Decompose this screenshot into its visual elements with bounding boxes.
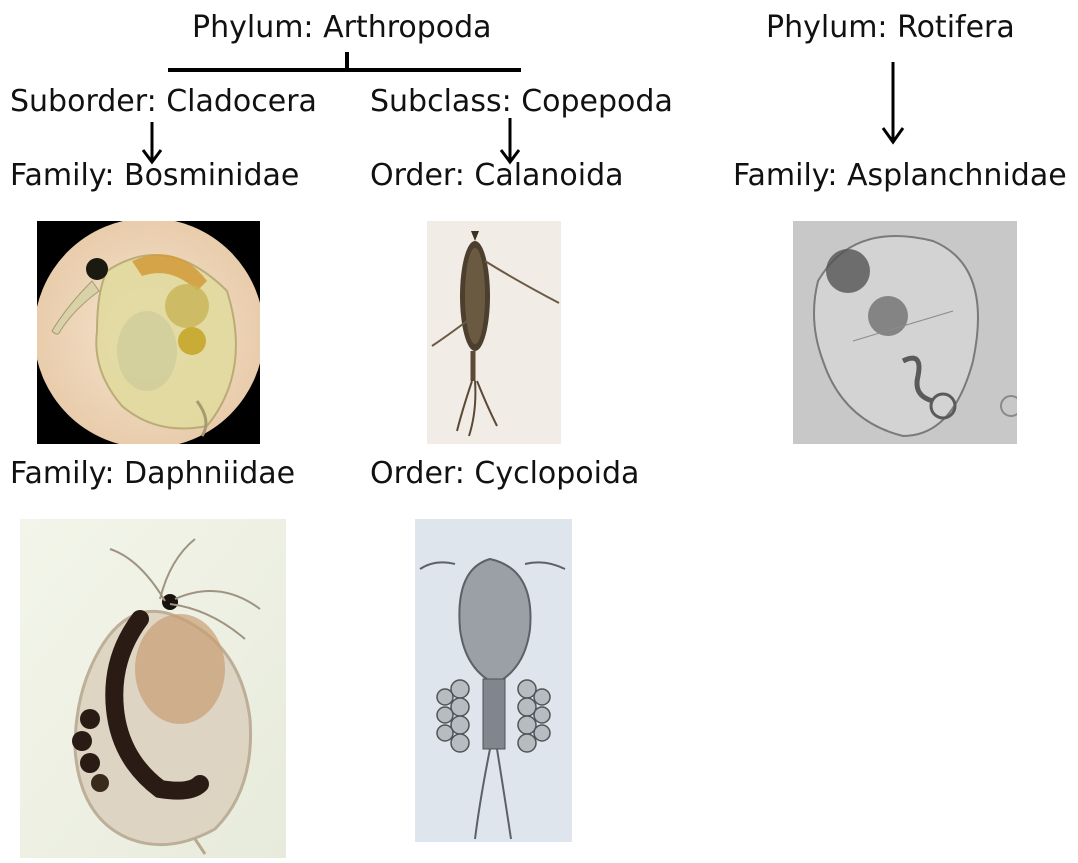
family-bosminidae-label: Family: Bosminidae	[10, 158, 299, 194]
bosminidae-photo	[37, 221, 260, 444]
arthropoda-bracket	[168, 52, 521, 70]
order-calanoida-label: Order: Calanoida	[370, 158, 624, 194]
asplanchnidae-photo	[793, 221, 1017, 444]
subclass-copepoda-label: Subclass: Copepoda	[370, 84, 673, 120]
calanoida-photo	[427, 221, 561, 444]
phylum-arthropoda-label: Phylum: Arthropoda	[192, 10, 492, 46]
family-asplanchnidae-label: Family: Asplanchnidae	[733, 158, 1067, 194]
order-cyclopoida-label: Order: Cyclopoida	[370, 456, 639, 492]
arrow-rotifera-to-asplanchnidae	[883, 62, 903, 142]
arrow-cladocera-to-bosminidae	[143, 122, 161, 162]
suborder-cladocera-label: Suborder: Cladocera	[10, 84, 317, 120]
daphniidae-photo	[20, 519, 286, 858]
cyclopoida-photo	[415, 519, 572, 842]
family-daphniidae-label: Family: Daphniidae	[10, 456, 295, 492]
arrow-copepoda-to-calanoida	[501, 118, 519, 162]
phylum-rotifera-label: Phylum: Rotifera	[766, 10, 1015, 46]
